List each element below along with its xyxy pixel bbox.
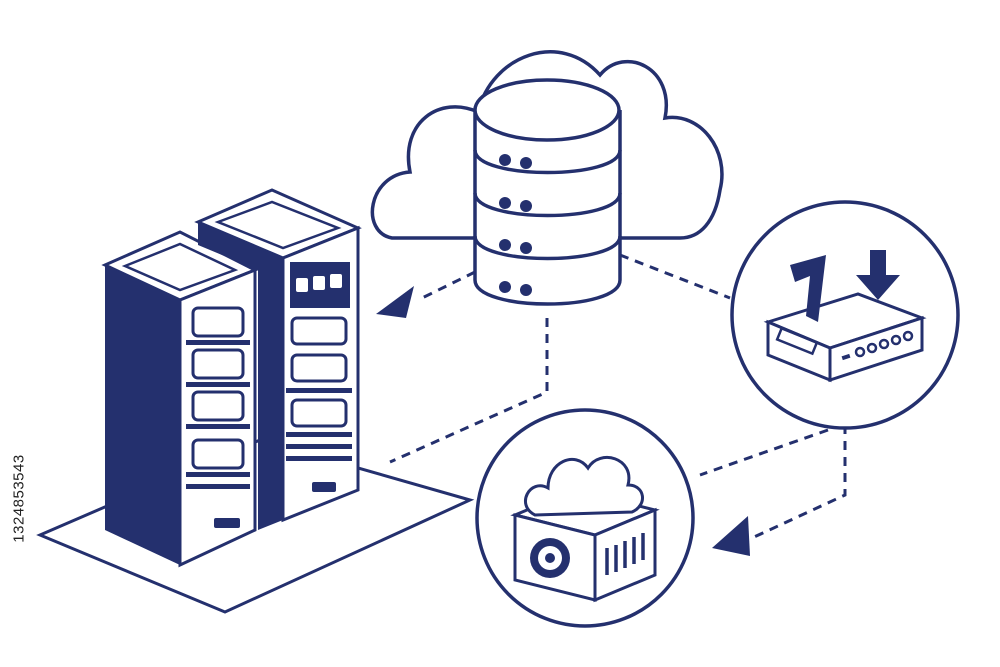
arrow-icon [712,516,750,556]
stock-id-text: 1324853543 [10,453,28,543]
server-rack-icon [101,230,259,568]
dashed-connector [389,253,847,540]
database-icon [473,78,622,306]
arrow-icon [376,286,414,318]
router-icon [763,250,927,383]
stock-id-label: 1324853543 [4,418,34,578]
cloud-storage-device-icon [510,456,660,603]
server-rack-icon [194,188,362,530]
